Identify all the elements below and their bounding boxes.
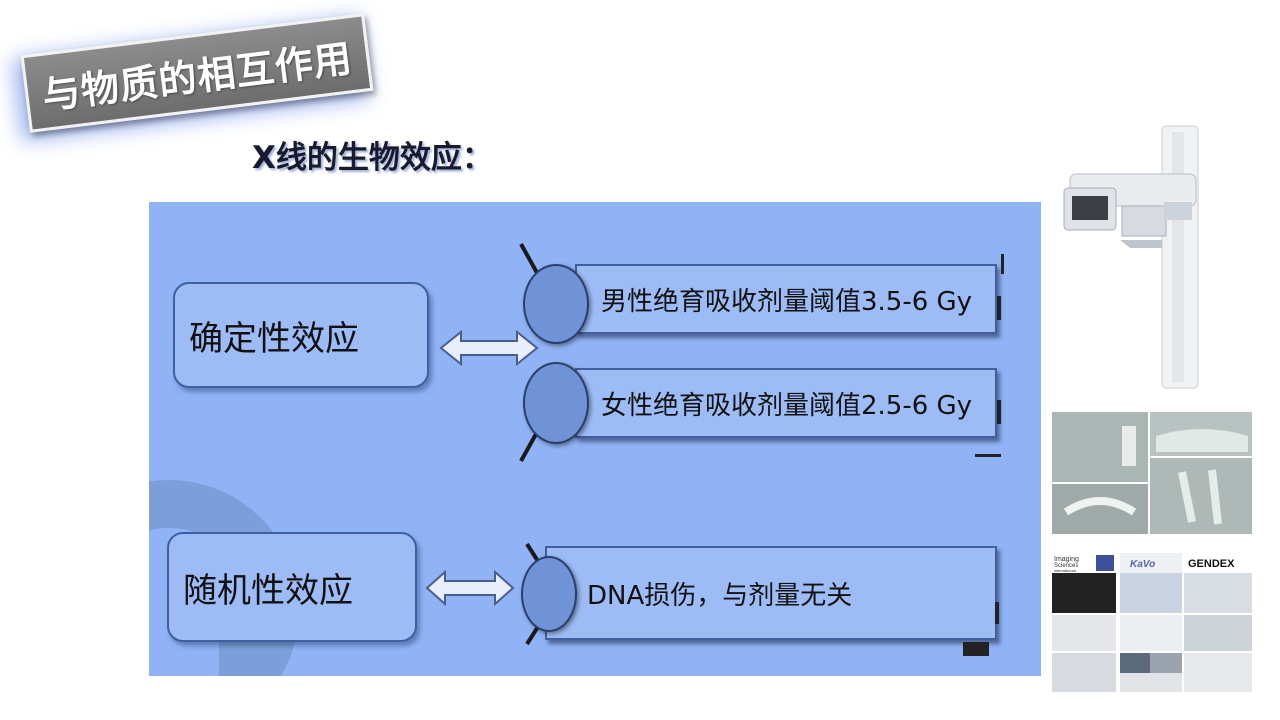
edge-mark (995, 602, 999, 624)
bullet-circle (523, 362, 589, 444)
result-text: 男性绝育吸收剂量阈值3.5-6 Gy (601, 286, 973, 317)
brand-text: international (1054, 568, 1076, 573)
edge-mark (997, 296, 1001, 320)
result-text: DNA损伤，与剂量无关 (587, 580, 853, 611)
brand-text: GENDEX (1188, 558, 1235, 570)
result-bar: DNA损伤，与剂量无关 (545, 546, 997, 640)
edge-mark (975, 454, 1001, 457)
double-arrow-icon (425, 569, 515, 607)
dental-xray-images (1052, 412, 1252, 534)
effects-diagram: 确定性效应 男性绝育吸收剂量阈值3.5-6 Gy 女性绝育吸收剂量阈值2.5-6… (149, 202, 1041, 676)
dental-xray-machine-image (1063, 125, 1199, 389)
edge-mark (963, 642, 989, 656)
deterministic-effect-label: 确定性效应 (189, 318, 359, 359)
decorative-arc-stem (219, 642, 281, 676)
bullet-circle (523, 264, 589, 344)
result-text: 女性绝育吸收剂量阈值2.5-6 Gy (601, 390, 973, 421)
brand-collage: Imaging Sciences international KaVo GEND… (1052, 553, 1252, 692)
brand-text: KaVo (1130, 559, 1155, 570)
stochastic-effect-label: 随机性效应 (183, 570, 353, 611)
result-bar: 男性绝育吸收剂量阈值3.5-6 Gy (575, 264, 997, 334)
brand-text: Sciences (1054, 563, 1078, 569)
bullet-circle (521, 556, 577, 632)
title-banner: 与物质的相互作用 (6, 8, 376, 142)
deterministic-effect-box: 确定性效应 (173, 282, 429, 388)
edge-mark (997, 400, 1001, 424)
result-bar: 女性绝育吸收剂量阈值2.5-6 Gy (575, 368, 997, 438)
stochastic-effect-box: 随机性效应 (167, 532, 417, 642)
brand-text: Imaging (1054, 556, 1079, 563)
double-arrow-icon (439, 329, 539, 367)
brand-collage-graphic: Imaging Sciences international KaVo GEND… (1052, 553, 1252, 692)
edge-mark (1001, 254, 1004, 274)
slide-subtitle: X线的生物效应： (252, 140, 493, 176)
